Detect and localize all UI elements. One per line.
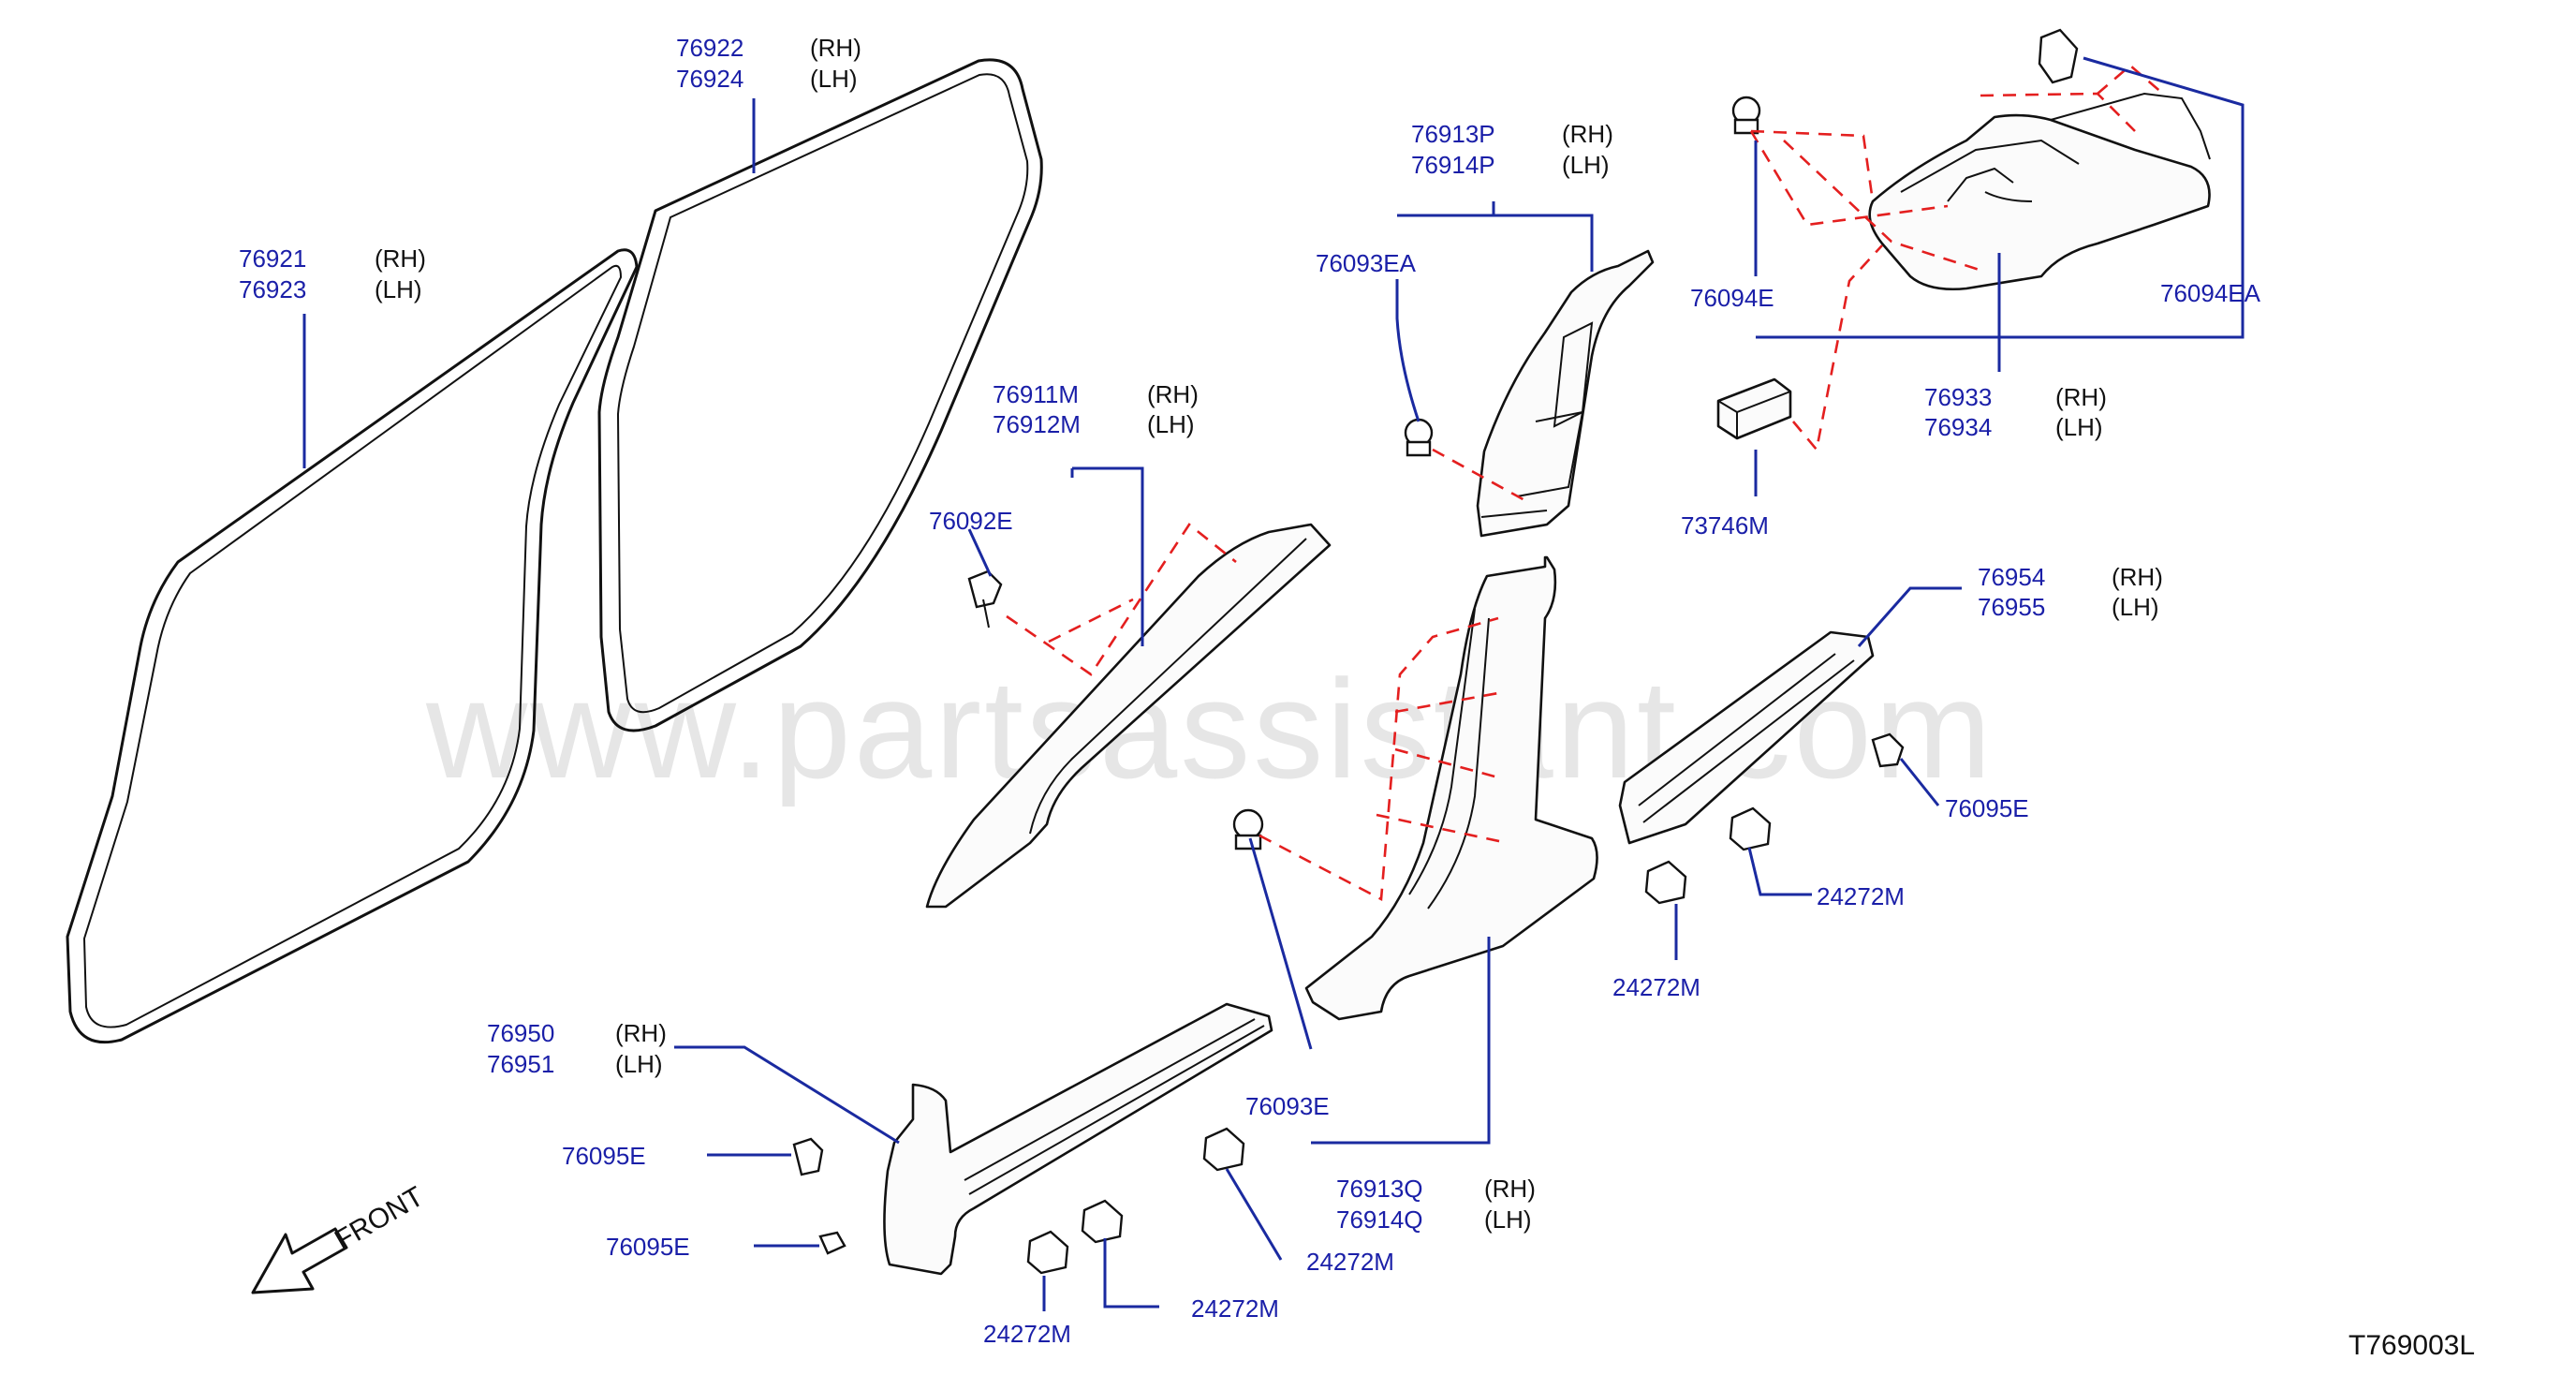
holder-24272M-d[interactable]: [1081, 1199, 1124, 1244]
callout-76954-pn[interactable]: 76954: [1978, 563, 2045, 591]
callout-76911M-pn[interactable]: 76911M: [993, 380, 1079, 408]
callout-24272M-a-pn[interactable]: 24272M: [1817, 882, 1905, 910]
callout-76921-pn[interactable]: 76921: [239, 244, 306, 273]
callout-76955-side: (LH): [2112, 593, 2159, 621]
front-kicking-plate[interactable]: [883, 1002, 1273, 1276]
callout-76955-pn[interactable]: 76955: [1978, 593, 2045, 621]
callout-76914Q-side: (LH): [1484, 1205, 1532, 1234]
center-pillar-lower-garnish[interactable]: [1304, 555, 1598, 1021]
holder-24272M-e[interactable]: [1026, 1230, 1069, 1275]
callout-76912M-pn[interactable]: 76912M: [993, 410, 1081, 438]
callout-73746M-pn[interactable]: 73746M: [1681, 511, 1769, 540]
callout-76913P-pn[interactable]: 76913P: [1411, 120, 1495, 148]
holder-24272M-b[interactable]: [1644, 860, 1687, 905]
front-door-weatherstrip[interactable]: [66, 248, 639, 1044]
callout-76912M-side: (LH): [1147, 410, 1195, 438]
callout-76093EA-pn[interactable]: 76093EA: [1316, 249, 1417, 277]
clip-76093E[interactable]: [1232, 808, 1264, 850]
callout-24272M-b-pn[interactable]: 24272M: [1612, 973, 1700, 1001]
callout-76095E-left-2-pn[interactable]: 76095E: [606, 1233, 690, 1261]
callout-76914Q-pn[interactable]: 76914Q: [1336, 1205, 1423, 1234]
callout-76911M-side: (RH): [1147, 380, 1199, 408]
rear-kicking-plate[interactable]: [1618, 630, 1875, 845]
callout-76954-side: (RH): [2112, 563, 2163, 591]
callout-76922-pn[interactable]: 76922: [676, 34, 743, 62]
callout-76924-side: (LH): [810, 65, 858, 93]
front-label: FRONT: [330, 1181, 429, 1256]
callout-24272M-d-pn[interactable]: 24272M: [1191, 1294, 1279, 1323]
clip-76095E-right[interactable]: [1871, 732, 1905, 768]
rear-door-weatherstrip[interactable]: [597, 58, 1043, 732]
callout-76951-side: (LH): [615, 1050, 663, 1078]
callout-24272M-c-pn[interactable]: 24272M: [1306, 1248, 1394, 1276]
callout-76921-side: (RH): [375, 244, 426, 273]
holder-24272M-a[interactable]: [1729, 806, 1772, 851]
bracket-73746M[interactable]: [1716, 377, 1792, 440]
callout-76950-side: (RH): [615, 1019, 667, 1047]
callout-76095E-left-1-pn[interactable]: 76095E: [562, 1142, 646, 1170]
callout-76923-pn[interactable]: 76923: [239, 275, 306, 303]
clip-76095E-left-2[interactable]: [818, 1231, 846, 1255]
callout-76913Q-pn[interactable]: 76913Q: [1336, 1175, 1423, 1203]
callout-76092E-pn[interactable]: 76092E: [929, 507, 1013, 535]
callout-76933-side: (RH): [2055, 383, 2107, 411]
callout-76093E-pn[interactable]: 76093E: [1245, 1092, 1330, 1120]
callout-76924-pn[interactable]: 76924: [676, 65, 743, 93]
clip-76094EA[interactable]: [2038, 28, 2079, 84]
rear-pillar-garnish[interactable]: [1868, 113, 2211, 291]
callout-76913P-side: (RH): [1562, 120, 1613, 148]
assembly-guide-lines: [1006, 64, 2164, 902]
callout-76934-pn[interactable]: 76934: [1924, 413, 1992, 441]
callout-76934-side: (LH): [2055, 413, 2103, 441]
clip-76092E[interactable]: [967, 569, 1003, 628]
callout-76951-pn[interactable]: 76951: [487, 1050, 554, 1078]
center-pillar-upper-garnish[interactable]: [1476, 249, 1655, 538]
callout-76950-pn[interactable]: 76950: [487, 1019, 554, 1047]
callout-76095E-right-pn[interactable]: 76095E: [1945, 794, 2029, 822]
rear-bracket: [2050, 92, 2211, 160]
clip-76095E-left-1[interactable]: [792, 1137, 824, 1176]
callout-76913Q-side: (RH): [1484, 1175, 1536, 1203]
figure-code: T769003L: [2348, 1330, 2475, 1361]
callout-76094E-pn[interactable]: 76094E: [1690, 284, 1774, 312]
clip-76093EA[interactable]: [1404, 418, 1434, 457]
front-pillar-garnish[interactable]: [925, 523, 1332, 909]
callout-76933-pn[interactable]: 76933: [1924, 383, 1992, 411]
callout-76923-side: (LH): [375, 275, 422, 303]
callout-76914P-side: (LH): [1562, 151, 1610, 179]
clip-76094E[interactable]: [1731, 96, 1761, 135]
callout-76914P-pn[interactable]: 76914P: [1411, 151, 1495, 179]
callout-24272M-e-pn[interactable]: 24272M: [983, 1320, 1071, 1348]
callout-76094EA-pn[interactable]: 76094EA: [2160, 279, 2261, 307]
callout-76922-side: (RH): [810, 34, 861, 62]
front-direction-arrow-icon: [251, 1227, 348, 1294]
leader-lines: [302, 56, 2245, 1311]
holder-24272M-c[interactable]: [1202, 1127, 1245, 1172]
